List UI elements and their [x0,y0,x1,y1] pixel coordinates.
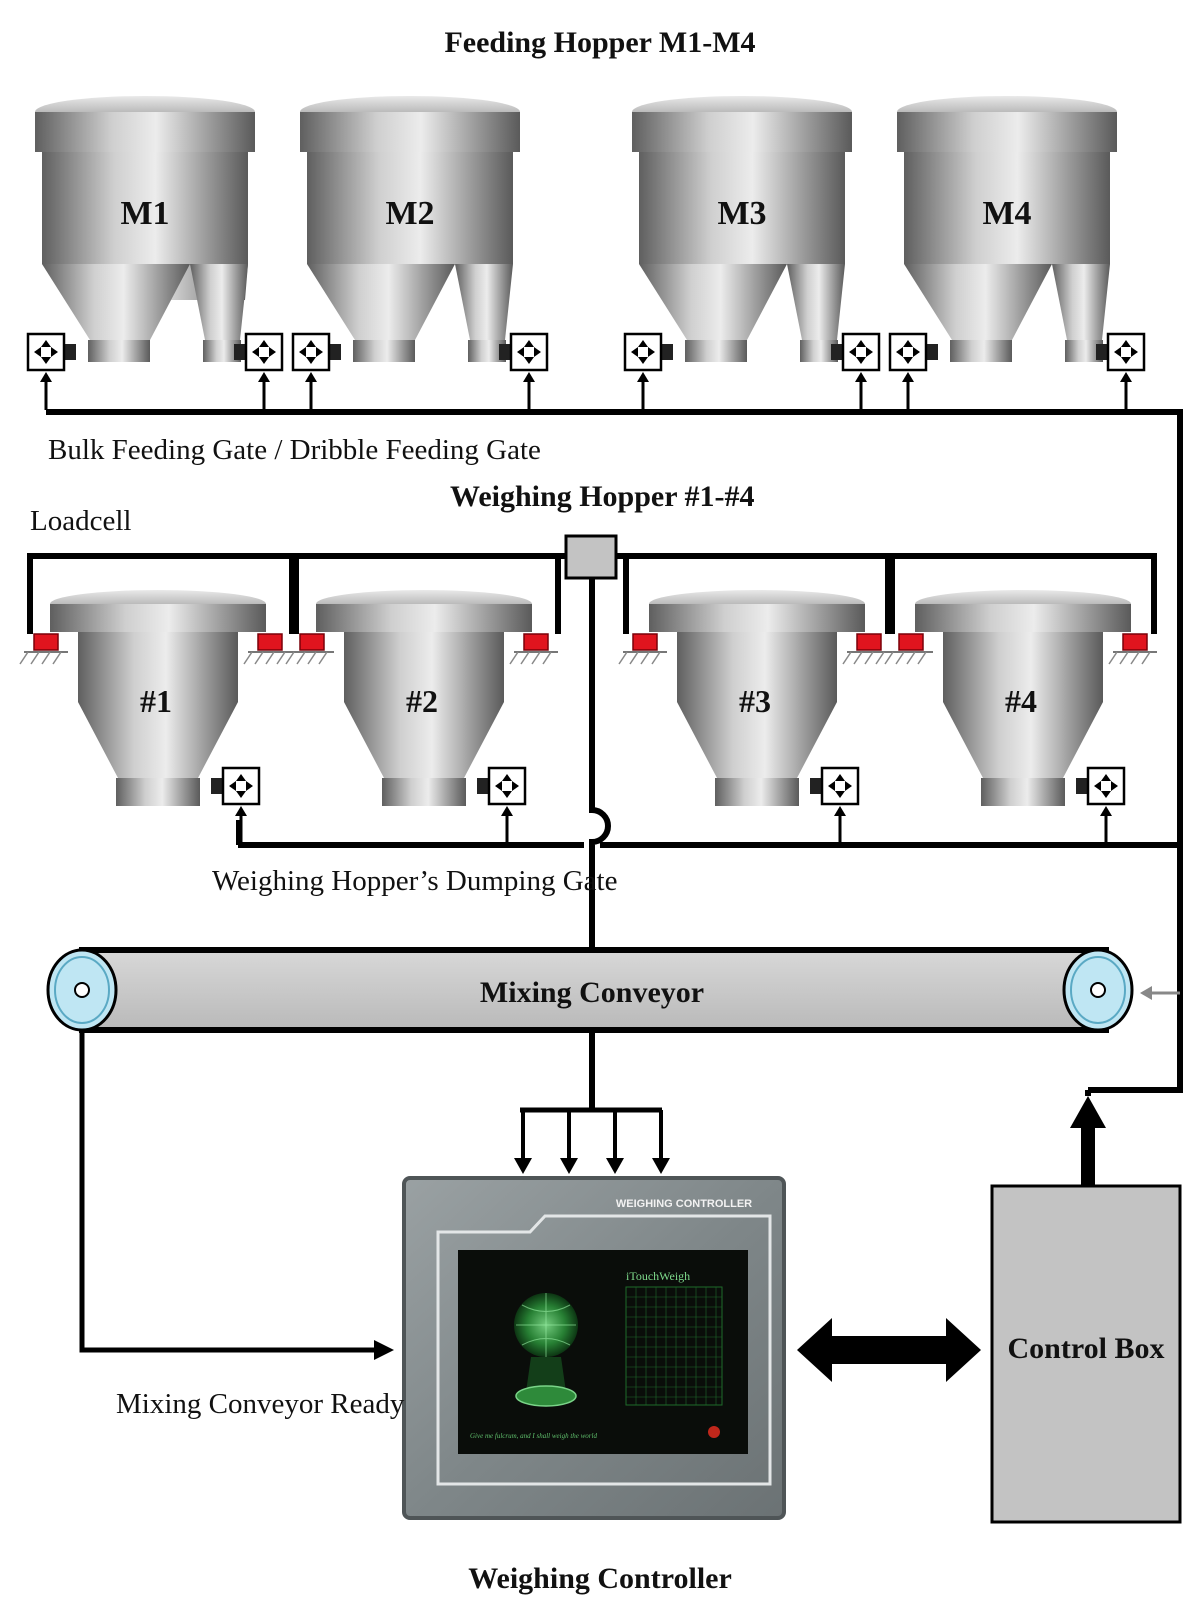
weighing-hopper-4: #4 [884,590,1157,806]
conveyor-label: Mixing Conveyor [480,976,704,1009]
weighing-hopper-2: #2 [285,590,558,806]
loadcell-label: Loadcell [30,505,132,537]
loadcell [285,633,334,665]
weighing-controller-panel: WEIGHING CONTROLLER iTouchWeigh Give me … [402,1176,786,1520]
loadcell [1108,633,1157,665]
conveyor-drive-arrow [1140,986,1180,1000]
signal-arrow [40,372,52,410]
gate-actuator [211,766,261,806]
panel-brand-header: WEIGHING CONTROLLER [616,1198,752,1210]
screen-logo: iTouchWeigh [626,1269,690,1283]
conveyor-to-controller-signals [514,1030,670,1174]
signal-arrow [1120,372,1132,410]
gate-actuator [26,332,76,372]
dumping-gate-signal-bus [235,806,1180,848]
weighing-hopper-label: #3 [739,683,771,719]
feeding-gate-signal-bus [40,372,1183,1093]
gate-actuator [477,766,527,806]
loadcell [19,633,68,665]
control-box: Control Box [990,1184,1182,1524]
feeding-hopper-label: M3 [717,195,766,232]
junction-box [564,534,618,580]
control-box-label: Control Box [1008,1332,1165,1365]
conveyor-ready-signal [79,1030,394,1360]
feeding-hopper-label: M2 [385,195,434,232]
weighing-controller-title: Weighing Controller [468,1562,732,1595]
conveyor-roller-left [46,948,118,1032]
dumping-gate-label: Weighing Hopper’s Dumping Gate [212,865,618,897]
gate-actuator [810,766,860,806]
feeding-hopper-label: M1 [120,195,169,232]
controller-touchscreen[interactable]: iTouchWeigh Give me fulcrum, and I shall… [458,1250,748,1454]
weighing-hoppers-group: #1 #2 #3 #4 [19,590,1157,806]
conveyor-ready-label: Mixing Conveyor Ready [116,1388,405,1420]
feeding-hoppers-title: Feeding Hopper M1-M4 [444,26,756,59]
mixing-conveyor: Mixing Conveyor [46,947,1134,1033]
loadcell [884,633,933,665]
conveyor-roller-right [1062,948,1134,1032]
loadcell [243,633,292,665]
loadcell [509,633,558,665]
gate-actuator [234,332,284,372]
gate-actuator [831,332,881,372]
ladybug-icon [708,1426,720,1438]
gate-actuator [291,332,341,372]
gate-actuator [1096,332,1146,372]
weighing-hoppers-title: Weighing Hopper #1-#4 [450,480,755,513]
signal-arrow [1100,806,1112,845]
gate-actuator [623,332,673,372]
loadcell [618,633,667,665]
signal-arrow [855,372,867,410]
signal-arrow [834,806,846,845]
feeding-hopper-label: M4 [982,195,1031,232]
weighing-hopper-3: #3 [618,590,891,806]
weighing-hopper-label: #1 [140,683,172,719]
screen-slogan: Give me fulcrum, and I shall weigh the w… [470,1432,597,1440]
feeding-hopper-m3 [632,96,852,362]
loadcell-wiring [27,553,1157,952]
bidirectional-arrow [797,1318,981,1382]
signal-arrow [902,372,914,410]
feeding-hoppers-group: M1 M2 M3 M4 [35,96,1117,362]
gate-actuator [499,332,549,372]
weighing-hopper-label: #4 [1005,683,1037,719]
gate-actuator [1076,766,1126,806]
loadcell [842,633,891,665]
gates-label: Bulk Feeding Gate / Dribble Feeding Gate [48,434,541,466]
feeding-gate-actuators [26,332,1146,372]
control-box-output-arrow [1070,1096,1106,1186]
feeding-hopper-m2 [300,96,520,362]
feeding-hopper-m4 [897,96,1117,362]
signal-arrow [258,372,270,410]
weighing-hopper-1: #1 [19,590,292,806]
feeding-hopper-m1 [35,96,255,362]
signal-arrow [235,806,247,845]
weighing-hopper-label: #2 [406,683,438,719]
signal-arrow [305,372,317,410]
signal-arrow [637,372,649,410]
gate-actuator [888,332,938,372]
signal-arrow [501,806,513,845]
signal-arrow [523,372,535,410]
